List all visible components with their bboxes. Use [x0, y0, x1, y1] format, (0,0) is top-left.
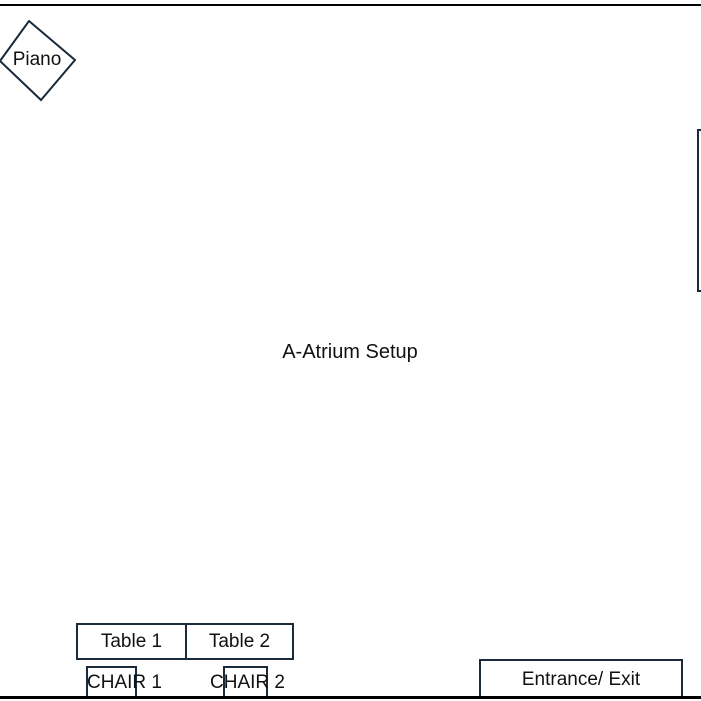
chair-2-label: CHAIR 2 — [210, 672, 285, 693]
entrance-exit: Entrance/ Exit — [479, 659, 683, 698]
chair-1-label: CHAIR 1 — [87, 672, 162, 693]
diagram-title: A-Atrium Setup — [282, 341, 418, 363]
right-wall-bracket — [697, 129, 701, 292]
table-2: Table 2 — [185, 623, 294, 660]
piano-label: Piano — [12, 49, 62, 70]
piano-diamond-shape — [0, 20, 77, 102]
chair-2-box — [223, 666, 268, 698]
table-1: Table 1 — [76, 623, 187, 660]
chair-1-box — [86, 666, 137, 698]
top-wall — [0, 4, 701, 6]
piano: Piano — [0, 20, 78, 102]
bottom-wall — [0, 696, 701, 699]
